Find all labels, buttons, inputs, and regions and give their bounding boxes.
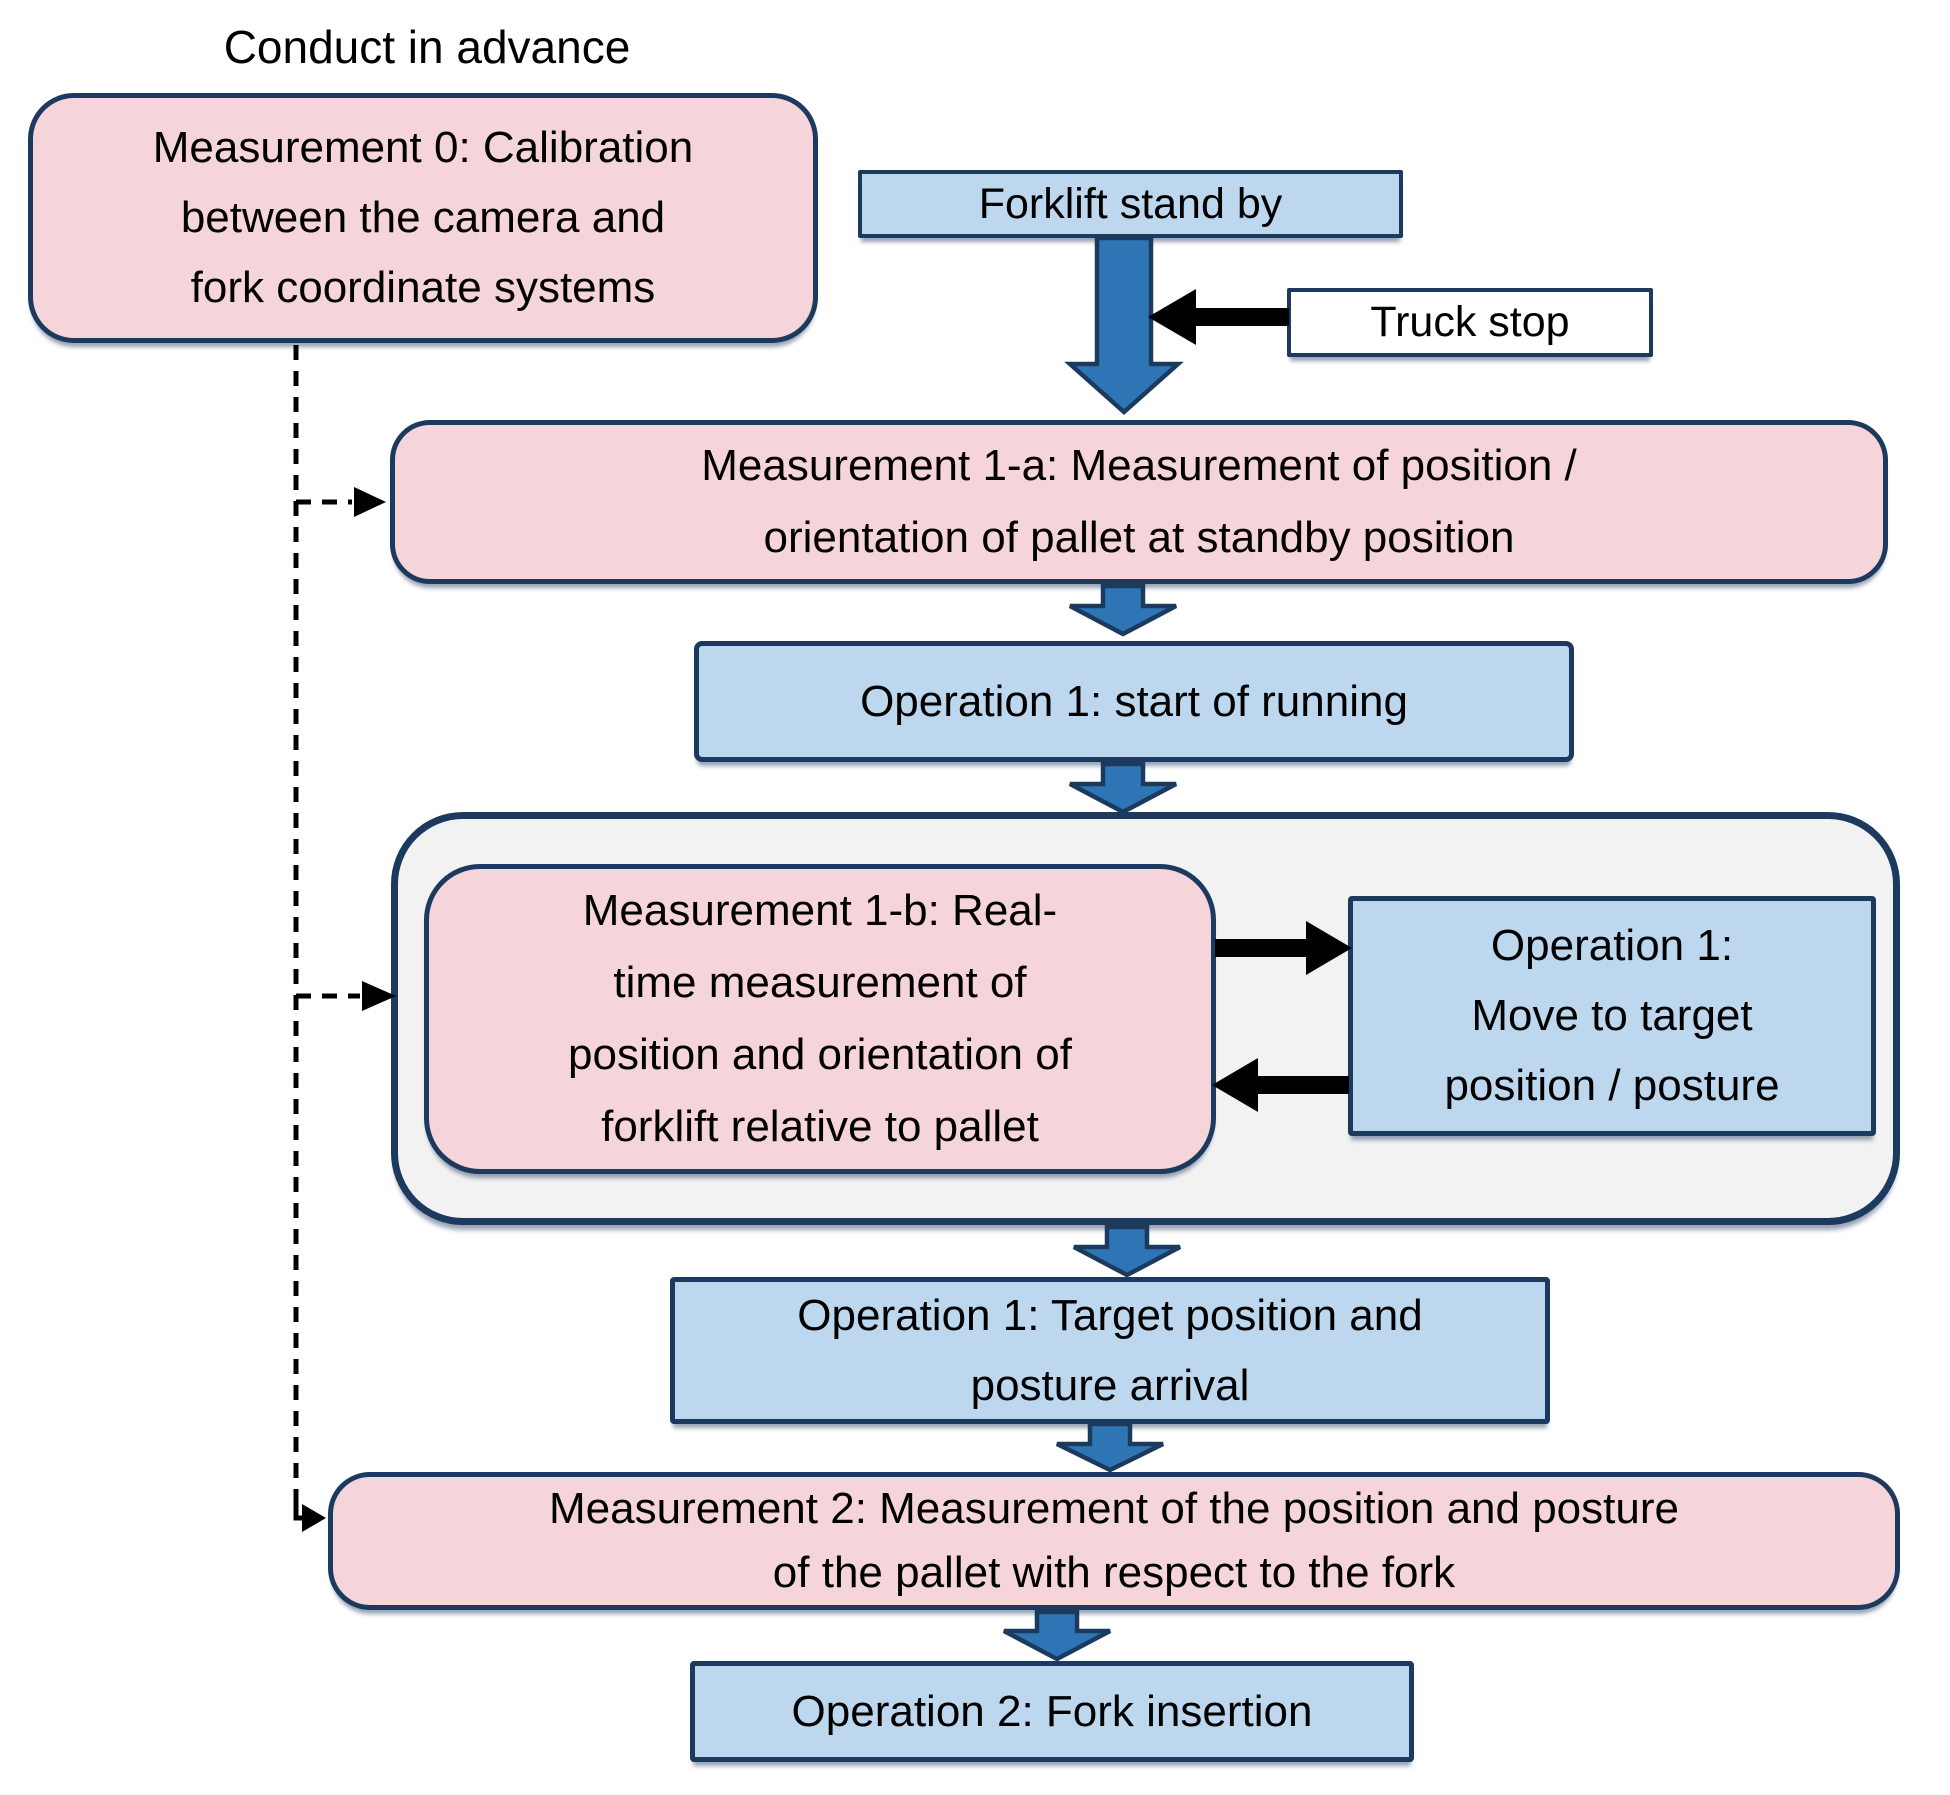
- dashed-arrowhead-m1a-icon: [354, 487, 386, 517]
- down-arrow-m2-to-op2-icon: [1002, 1609, 1112, 1662]
- down-arrow-op1start-to-loop-icon: [1068, 761, 1178, 815]
- node-truck-stop: Truck stop: [1287, 288, 1653, 357]
- down-arrow-m1a-to-op1start-icon: [1068, 583, 1178, 637]
- node-measurement-1b: Measurement 1-b: Real- time measurement …: [424, 864, 1216, 1174]
- down-arrow-op1arrival-to-m2-icon: [1056, 1421, 1164, 1473]
- node-measurement-1a: Measurement 1-a: Measurement of position…: [390, 420, 1888, 584]
- left-arrow-truck-stop-icon: [1148, 289, 1289, 345]
- dashed-elbow-to-m2: [293, 1495, 302, 1521]
- node-operation-1-start: Operation 1: start of running: [694, 641, 1574, 762]
- dashed-arrowhead-m2-icon: [302, 1504, 326, 1532]
- down-arrow-loop-to-op1arrival-icon: [1072, 1224, 1182, 1278]
- node-operation-1-move: Operation 1: Move to target position / p…: [1348, 896, 1876, 1136]
- node-measurement-2: Measurement 2: Measurement of the positi…: [328, 1472, 1900, 1610]
- big-down-arrow-icon: [1064, 235, 1184, 416]
- node-operation-2: Operation 2: Fork insertion: [690, 1661, 1414, 1762]
- node-operation-1-arrival: Operation 1: Target position and posture…: [670, 1277, 1550, 1424]
- node-measurement-0: Measurement 0: Calibration between the c…: [28, 93, 818, 343]
- diagram-title: Conduct in advance: [223, 21, 631, 73]
- node-forklift-stand-by: Forklift stand by: [858, 170, 1403, 238]
